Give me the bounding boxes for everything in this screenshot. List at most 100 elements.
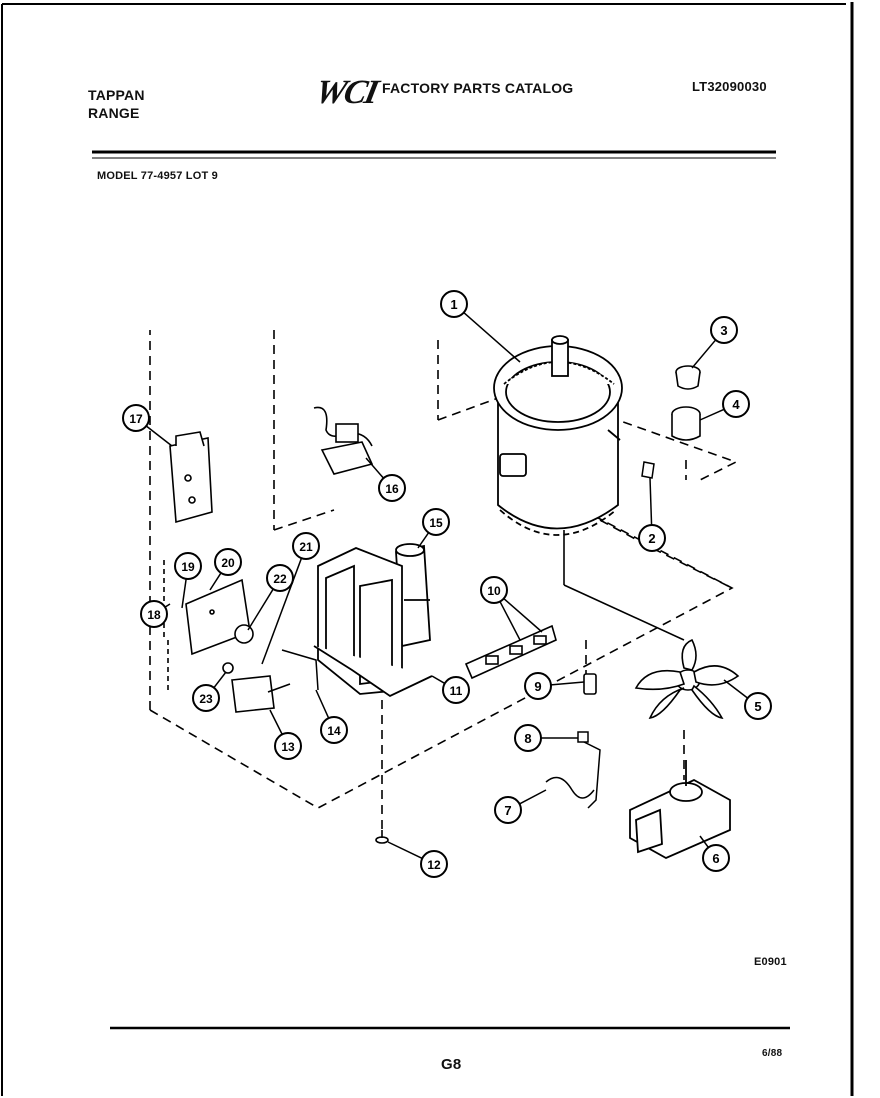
callout-circle-9	[524, 672, 552, 700]
fan-motor-part-6	[629, 760, 731, 860]
fan-blade-part-5	[634, 638, 740, 720]
bushing-part-4	[671, 406, 701, 441]
catalog-title: FACTORY PARTS CATALOG	[382, 80, 574, 96]
relay-part-15	[395, 543, 431, 648]
callout-leader-7	[519, 789, 547, 805]
model-lot-line: MODEL 77-4957 LOT 9	[97, 170, 218, 182]
callout-circle-2	[638, 524, 666, 552]
bracket-part-17	[169, 431, 213, 524]
callout-number-1: 1	[450, 297, 457, 312]
board-part-20	[185, 578, 251, 656]
callout-number-19: 19	[181, 560, 195, 574]
callout-6: 6	[699, 835, 730, 872]
callout-number-16: 16	[385, 482, 399, 496]
callout-number-20: 20	[221, 556, 235, 570]
terminal-part-10	[464, 624, 557, 680]
transformer-part-11	[313, 547, 433, 698]
revision-date: 6/88	[762, 1048, 783, 1059]
catalog-number: LT32090030	[692, 79, 767, 94]
callout-number-14: 14	[327, 724, 341, 738]
callout-leader-12	[387, 841, 423, 860]
motor-part-1	[493, 335, 623, 536]
callout-circle-10	[480, 576, 508, 604]
callout-leader-2	[649, 477, 653, 526]
callout-leader-17	[145, 425, 173, 447]
callout-leader-19	[181, 578, 187, 609]
callout-number-10: 10	[487, 584, 501, 598]
callout-leader-22	[247, 588, 274, 631]
callout-circle-18	[140, 600, 168, 628]
callout-19: 19	[174, 552, 202, 609]
callout-leader-21	[261, 557, 303, 665]
clip-part-9	[583, 673, 597, 695]
callout-number-2: 2	[648, 531, 655, 546]
brand-line-1: TAPPAN	[88, 87, 145, 103]
callout-circle-7	[494, 796, 522, 824]
callout-23: 23	[192, 671, 227, 712]
callout-circle-11	[442, 676, 470, 704]
callout-number-7: 7	[504, 803, 511, 818]
drawing-code: E0901	[754, 956, 787, 968]
callout-leader-10	[499, 601, 521, 641]
callout-leader-15	[417, 532, 430, 549]
callout-10: 10	[480, 576, 543, 641]
callout-circle-14	[320, 716, 348, 744]
callout-number-23: 23	[199, 692, 213, 706]
callout-circle-21	[292, 532, 320, 560]
callout-17: 17	[122, 404, 173, 447]
callout-2: 2	[638, 477, 666, 552]
callout-circle-17	[122, 404, 150, 432]
page-number: G8	[441, 1056, 462, 1073]
callout-leader-16	[365, 457, 385, 479]
callout-18: 18	[140, 600, 171, 628]
callout-circle-6	[702, 844, 730, 872]
callout-leader-13	[269, 709, 283, 735]
callout-3: 3	[691, 316, 738, 369]
callout-circle-12	[420, 850, 448, 878]
nut-part-23	[222, 662, 234, 674]
callout-13: 13	[269, 709, 302, 760]
callout-circle-23	[192, 684, 220, 712]
callout-5: 5	[723, 679, 772, 720]
callout-leader-14	[315, 689, 330, 719]
callout-circle-8	[514, 724, 542, 752]
callout-1: 1	[440, 290, 521, 363]
callout-circle-13	[274, 732, 302, 760]
callout-number-17: 17	[129, 412, 143, 426]
callout-leader-20	[209, 572, 222, 591]
callout-20: 20	[209, 548, 242, 591]
callout-number-6: 6	[712, 851, 719, 866]
callout-leader-23	[213, 671, 227, 689]
callout-number-21: 21	[299, 540, 313, 554]
clip-part-2	[641, 461, 655, 479]
callout-9: 9	[524, 672, 585, 700]
callout-number-12: 12	[427, 858, 441, 872]
callout-circle-15	[422, 508, 450, 536]
brand-label: TAPPAN RANGE	[88, 86, 145, 122]
brand-line-2: RANGE	[88, 105, 140, 121]
callout-22: 22	[247, 564, 294, 631]
callout-circle-5	[744, 692, 772, 720]
callout-leader-9	[550, 681, 585, 686]
callout-circle-1	[440, 290, 468, 318]
cap-part-3	[675, 365, 701, 390]
callout-number-3: 3	[720, 323, 727, 338]
callout-leader-10	[503, 597, 543, 633]
callout-circle-22	[266, 564, 294, 592]
assembly-outline-dashed	[149, 330, 739, 830]
callout-circle-4	[722, 390, 750, 418]
callout-number-11: 11	[450, 684, 463, 698]
callout-16: 16	[365, 457, 406, 502]
callout-leader-11	[431, 675, 446, 685]
callout-number-15: 15	[429, 516, 443, 530]
wire-part-7	[545, 739, 601, 809]
header-rule	[92, 150, 776, 159]
callout-number-18: 18	[147, 608, 161, 622]
clip-part-8	[577, 731, 589, 743]
callout-number-22: 22	[273, 572, 287, 586]
callout-number-9: 9	[534, 679, 541, 694]
bracket-part-14	[281, 649, 319, 691]
callout-circle-16	[378, 474, 406, 502]
